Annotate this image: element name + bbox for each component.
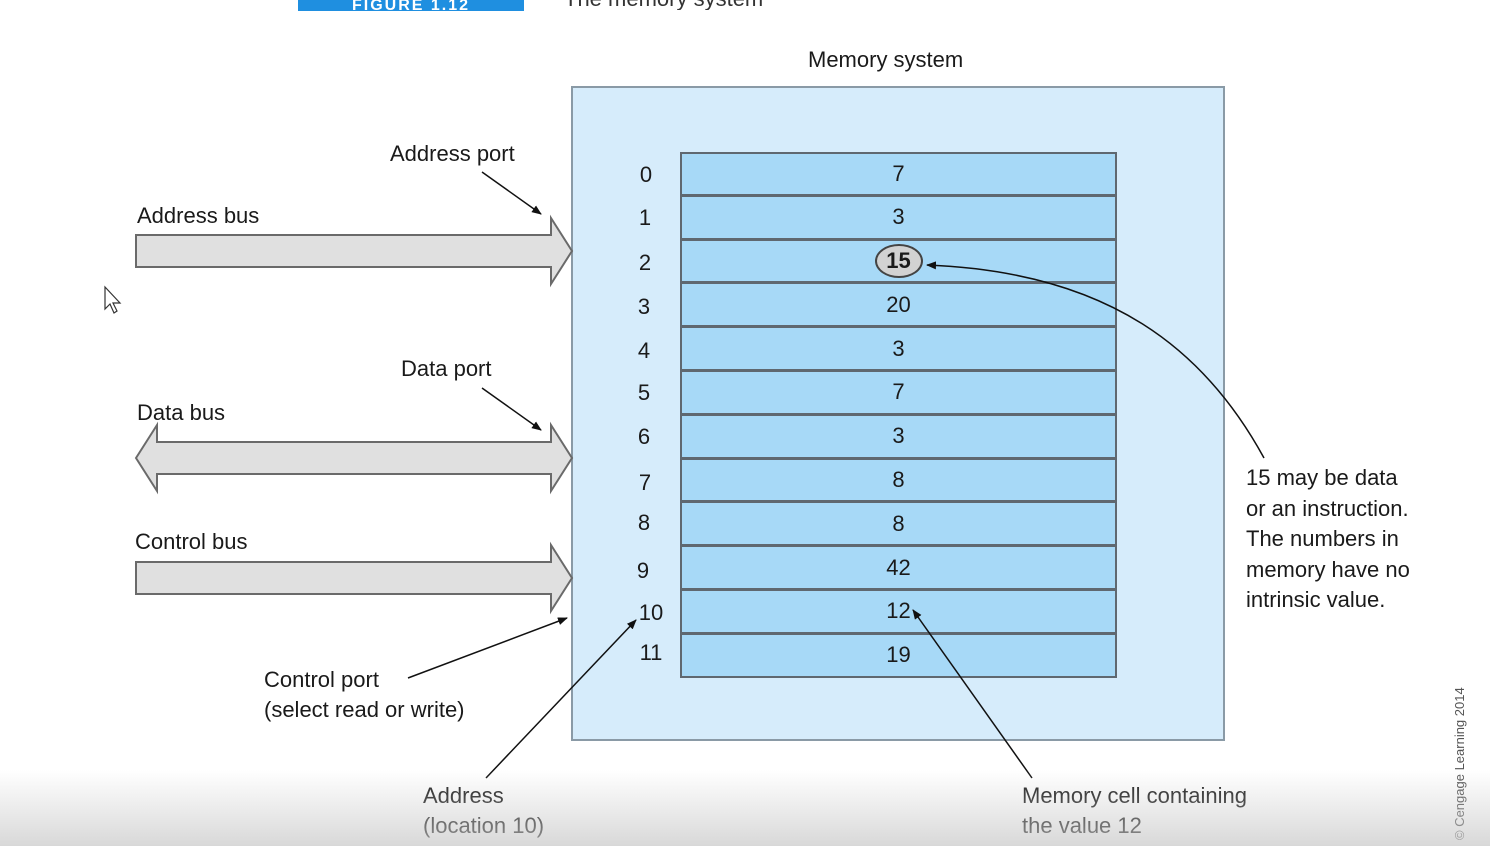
- cell-value: 3: [892, 423, 905, 449]
- cell-address: 7: [638, 470, 652, 495]
- memory-cell: 3: [680, 195, 1117, 240]
- cell-value: 8: [892, 510, 905, 536]
- memory-cell: 15: [680, 239, 1117, 284]
- cell-value: 20: [886, 291, 911, 317]
- figure-caption: The memory system: [564, 0, 763, 10]
- cell-value: 12: [886, 598, 911, 624]
- note-pointer: [926, 261, 1265, 459]
- memory-cell: 20: [680, 283, 1117, 328]
- cell-address: 0: [639, 162, 653, 187]
- control-bus-label: Control bus: [135, 529, 248, 554]
- control-port-label: Control port: [264, 667, 379, 692]
- memory-cell: 8: [680, 502, 1117, 547]
- cell-address: 10: [638, 600, 664, 625]
- address-label: Address: [423, 783, 504, 808]
- control-port-pointer: [407, 617, 568, 679]
- data-port-pointer: [481, 387, 542, 431]
- cell-value: 3: [892, 335, 905, 361]
- note-line: 15 may be data: [1246, 465, 1398, 490]
- cell-value: 19: [886, 642, 911, 668]
- control-port-sublabel: (select read or write): [264, 697, 465, 722]
- address-port-pointer: [481, 171, 542, 215]
- cell-value: 7: [892, 379, 905, 405]
- note-line: or an instruction.: [1246, 496, 1409, 521]
- address-sublabel: (location 10): [423, 813, 545, 838]
- copyright-notice: © Cengage Learning 2014: [1452, 687, 1467, 840]
- cell-address: 11: [639, 640, 663, 665]
- note-line: intrinsic value.: [1246, 587, 1386, 612]
- figure-number-tag: FIGURE 1.12: [298, 0, 524, 11]
- cell-address: 6: [637, 424, 651, 449]
- memory-system-title: Memory system: [808, 47, 964, 72]
- memory-cell: 3: [680, 414, 1117, 459]
- memory-cell: 12: [680, 589, 1117, 634]
- highlighted-cell-value: 15: [874, 243, 923, 278]
- data-bus-arrow: [134, 421, 574, 495]
- address-bus-arrow: [135, 214, 574, 288]
- note-line: The numbers in: [1246, 526, 1399, 551]
- data-port-label: Data port: [401, 356, 492, 381]
- cell-address: 9: [636, 558, 650, 583]
- memory-cell: 7: [680, 370, 1117, 415]
- cell-address: 1: [638, 205, 652, 230]
- memory-cell: 8: [680, 458, 1117, 503]
- cell-address: 8: [637, 510, 651, 535]
- cell-address: 2: [638, 250, 652, 275]
- memory-cell-label: Memory cell containing: [1022, 783, 1247, 808]
- address-pointer: [485, 619, 637, 779]
- memory-cell: 7: [680, 152, 1117, 196]
- address-port-label: Address port: [390, 141, 515, 166]
- memory-cell: 42: [680, 546, 1117, 590]
- address-bus-label: Address bus: [137, 203, 260, 228]
- cell-address: 4: [637, 338, 651, 363]
- cell-value: 8: [892, 466, 905, 492]
- cell-value: 3: [892, 204, 905, 230]
- cell-address: 5: [637, 380, 651, 405]
- cell-value: 7: [892, 160, 905, 186]
- mouse-cursor-icon: [104, 285, 122, 314]
- memory-cell-pointer: [912, 609, 1033, 779]
- memory-cell-sublabel: the value 12: [1022, 813, 1142, 838]
- note-line: memory have no: [1246, 557, 1410, 582]
- control-bus-arrow: [135, 541, 574, 615]
- memory-cell: 19: [680, 633, 1117, 678]
- cell-address: 3: [637, 294, 651, 319]
- cell-value: 42: [886, 554, 911, 580]
- data-bus-label: Data bus: [137, 400, 226, 425]
- memory-cells: 7 3 15 20 3 7 3 8 8 42 12 19: [680, 152, 1117, 678]
- memory-cell: 3: [680, 327, 1117, 371]
